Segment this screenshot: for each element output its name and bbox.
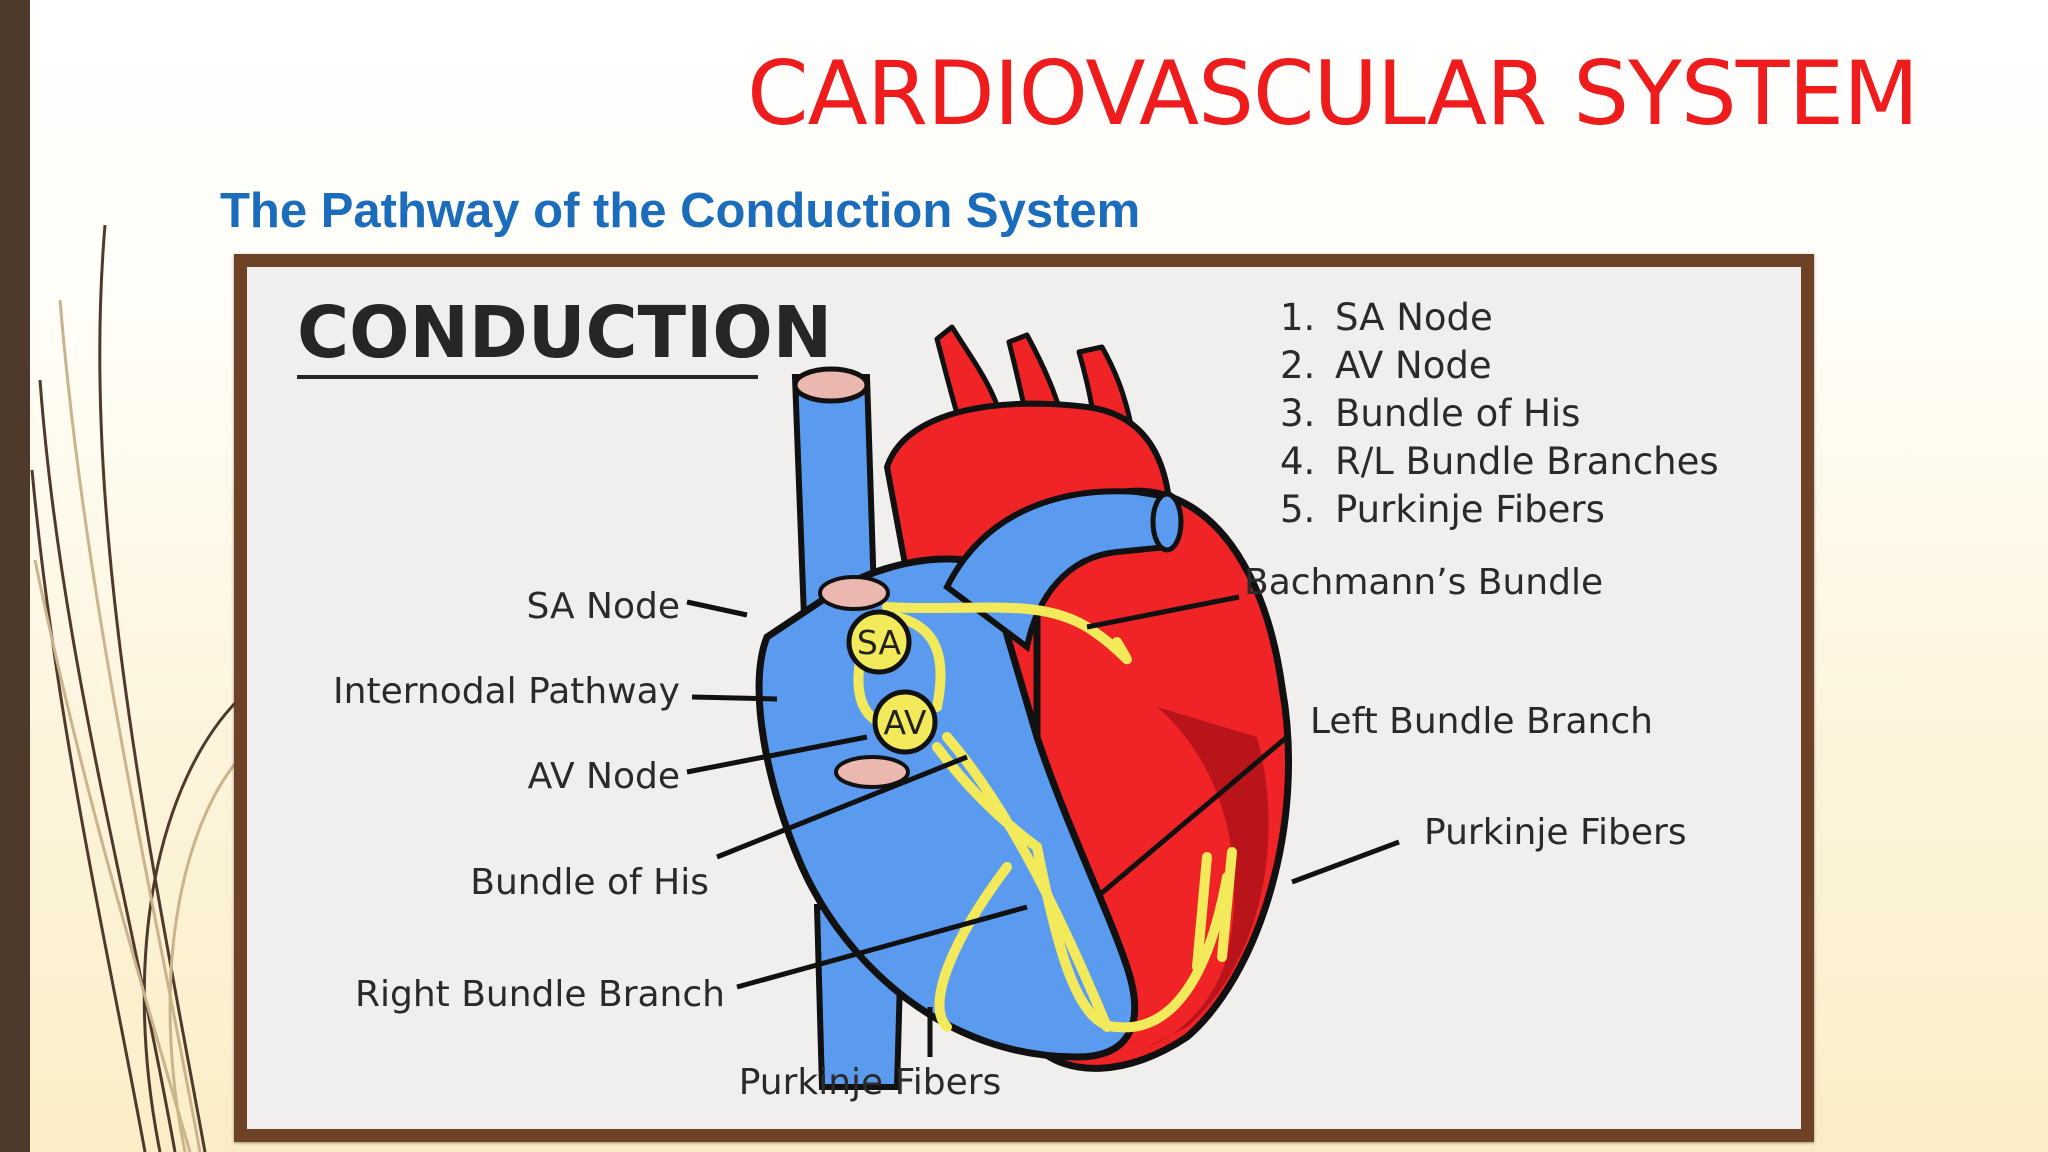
bachmann-leader (1086, 594, 1240, 630)
step-4-text: R/L Bundle Branches (1335, 440, 1719, 483)
av-node-circle (872, 689, 938, 755)
left-bundle-leader (1095, 735, 1289, 899)
label-av-node: AV Node (528, 756, 680, 797)
pulmonary-opening (1150, 491, 1184, 553)
step-5-number: 5. (1280, 488, 1315, 531)
sa-node-circle (846, 609, 912, 675)
step-3-number: 3. (1280, 392, 1315, 435)
label-internodal-pathway: Internodal Pathway (333, 671, 680, 712)
coronary-sinus (834, 755, 910, 789)
heart-illustration (755, 324, 1292, 1090)
left-ventricle-shade (1147, 707, 1269, 1047)
label-purkinje-right: Purkinje Fibers (1424, 812, 1687, 853)
steps-list: 1. SA Node 2. AV Node 3. Bundle of His 4… (1280, 296, 1719, 531)
step-1-text: SA Node (1335, 296, 1493, 339)
label-bundle-of-his: Bundle of His (470, 862, 709, 903)
sa-node-leader (686, 599, 748, 618)
label-left-bundle-branch: Left Bundle Branch (1310, 701, 1653, 742)
step-2-text: AV Node (1335, 344, 1492, 387)
sa-node-badge: SA (846, 609, 912, 675)
step-3-text: Bundle of His (1335, 392, 1580, 435)
purkinje-right-leader (1291, 839, 1400, 885)
diagram-frame: CONDUCTION 1. SA Node 2. AV Node 3. Bund… (234, 254, 1814, 1142)
decorative-swirl-lines (30, 224, 240, 1152)
step-4-number: 4. (1280, 440, 1315, 483)
right-bundle-path (942, 732, 1112, 1032)
slide-title: CARDIOVASCULAR SYSTEM (747, 42, 1919, 145)
av-node-leader (686, 734, 868, 775)
label-purkinje-bottom: Purkinje Fibers (739, 1062, 1002, 1103)
conduction-pathways (853, 602, 1237, 1033)
atrium-opening (818, 575, 890, 611)
av-node-badge: AV (872, 689, 938, 755)
step-5-text: Purkinje Fibers (1335, 488, 1605, 531)
diagram-labels: SA Node Internodal Pathway AV Node Bundl… (333, 562, 1687, 1103)
label-right-bundle-branch: Right Bundle Branch (355, 974, 725, 1015)
left-bundle-path (1032, 842, 1232, 1033)
label-bachmanns-bundle: Bachmann’s Bundle (1244, 562, 1603, 603)
bundle-of-his-leader (716, 754, 968, 860)
purkinje-path-2 (1217, 847, 1237, 962)
purkinje-path-1 (1192, 852, 1212, 972)
slide-subtitle: The Pathway of the Conduction System (220, 184, 1141, 238)
left-accent-bar (0, 0, 30, 1152)
bundle-of-his-path (932, 742, 1042, 852)
sa-node-badge-text: SA (857, 623, 902, 662)
right-bundle-leader (736, 904, 1028, 990)
step-1-number: 1. (1280, 296, 1315, 339)
internodal-leader (691, 694, 778, 702)
conduction-diagram: CONDUCTION 1. SA Node 2. AV Node 3. Bund… (297, 291, 1719, 1103)
diagram-heading: CONDUCTION (297, 291, 832, 374)
purkinje-path-3 (934, 862, 1012, 1032)
leader-lines (686, 594, 1400, 1057)
label-sa-node: SA Node (526, 586, 680, 627)
step-2-number: 2. (1280, 344, 1315, 387)
internodal-path-2 (892, 612, 946, 712)
bachmanns-bundle-path (882, 602, 1132, 665)
av-node-badge-text: AV (883, 703, 926, 742)
svc-opening (792, 366, 870, 404)
